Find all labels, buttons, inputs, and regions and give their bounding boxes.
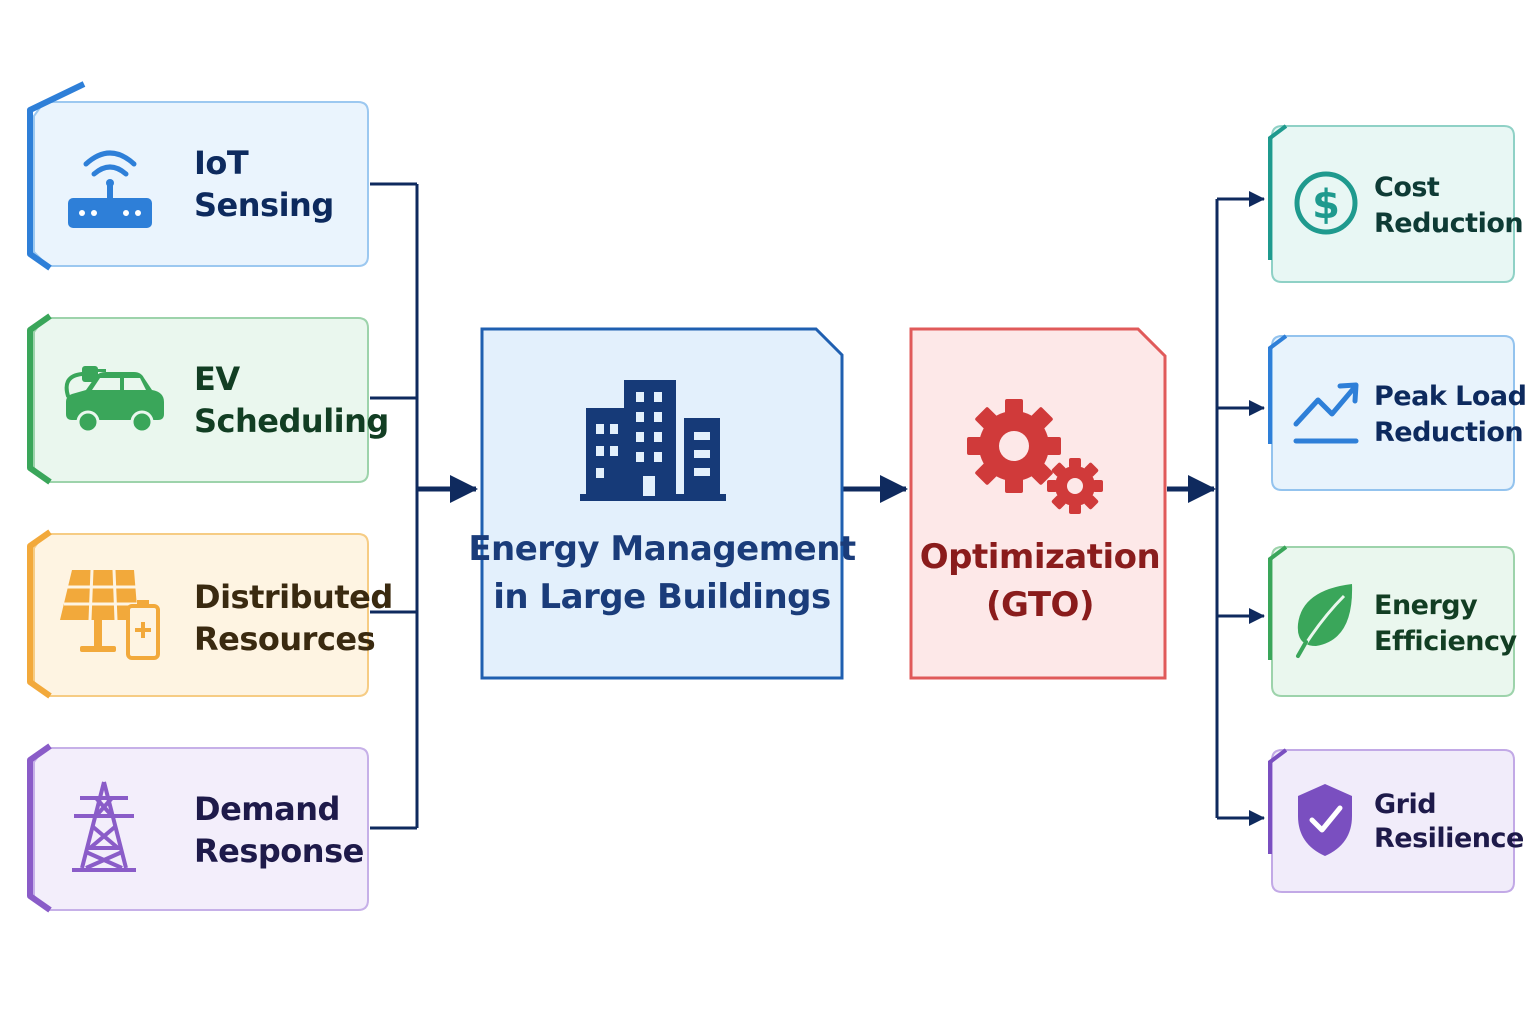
leaf-icon	[1296, 584, 1353, 658]
building-icon	[580, 380, 726, 501]
output-label-line2: Reduction	[1374, 208, 1523, 239]
connectors	[370, 182, 1265, 830]
input-label-line2: Response	[194, 832, 364, 870]
input-box-distributed-resources: Distributed Resources	[27, 529, 393, 699]
gears-icon	[967, 399, 1103, 514]
optimizer-title-line1: Optimization	[920, 537, 1160, 577]
output-label-line2: Reduction	[1374, 417, 1523, 448]
output-label-line1: Energy	[1374, 590, 1478, 621]
input-label-line2: Resources	[194, 620, 375, 658]
input-label-line1: EV	[194, 360, 240, 398]
center-title-line1: Energy Management	[468, 529, 856, 569]
output-label-line2: Efficiency	[1374, 626, 1517, 657]
input-label-line2: Scheduling	[194, 402, 389, 440]
shield-check-icon	[1298, 784, 1352, 856]
optimizer-title-line2: (GTO)	[986, 585, 1094, 625]
output-label-line1: Peak Load	[1374, 381, 1526, 412]
output-box-cost-reduction: $ Cost Reduction	[1268, 124, 1524, 283]
wifi-router-icon	[68, 150, 152, 228]
optimizer-box: Optimization (GTO)	[909, 327, 1167, 680]
trend-up-icon	[1293, 382, 1359, 444]
input-label-line1: IoT	[194, 144, 249, 182]
output-box-peak-load-reduction: Peak Load Reduction	[1268, 334, 1527, 491]
solar-battery-icon	[60, 569, 160, 660]
center-box-energy-management: Energy Management in Large Buildings	[468, 327, 856, 680]
output-label-line1: Grid	[1374, 789, 1436, 820]
input-label-line1: Distributed	[194, 578, 393, 616]
input-box-ev-scheduling: EV Scheduling	[27, 313, 389, 485]
svg-text:$: $	[1312, 182, 1340, 228]
input-box-iot-sensing: IoT Sensing	[27, 81, 369, 271]
power-tower-icon	[72, 781, 136, 872]
center-title-line2: in Large Buildings	[493, 577, 831, 617]
input-label-line1: Demand	[194, 790, 340, 828]
output-label-line1: Cost	[1374, 172, 1440, 203]
output-label-line2: Resilience	[1374, 823, 1524, 854]
dollar-icon: $	[1294, 171, 1358, 235]
input-label-line2: Sensing	[194, 186, 334, 224]
output-box-energy-efficiency: Energy Efficiency	[1268, 545, 1518, 697]
electric-car-icon	[64, 366, 164, 434]
output-box-grid-resilience: Grid Resilience	[1268, 748, 1524, 893]
input-box-demand-response: Demand Response	[27, 743, 369, 913]
